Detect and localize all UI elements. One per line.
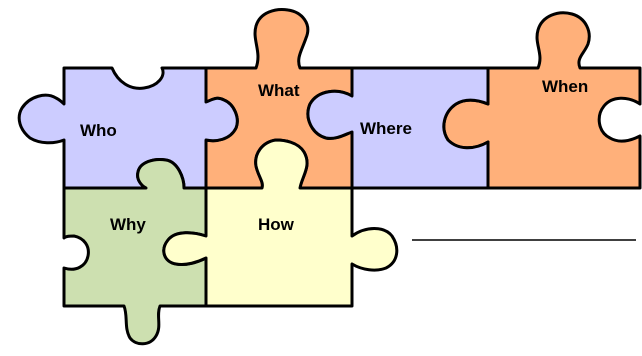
label-what: What: [258, 81, 300, 100]
piece-who: [19, 68, 237, 188]
label-how: How: [258, 215, 295, 234]
label-where: Where: [360, 119, 412, 138]
label-why: Why: [110, 215, 146, 234]
label-who: Who: [80, 121, 117, 140]
label-when: When: [542, 77, 588, 96]
